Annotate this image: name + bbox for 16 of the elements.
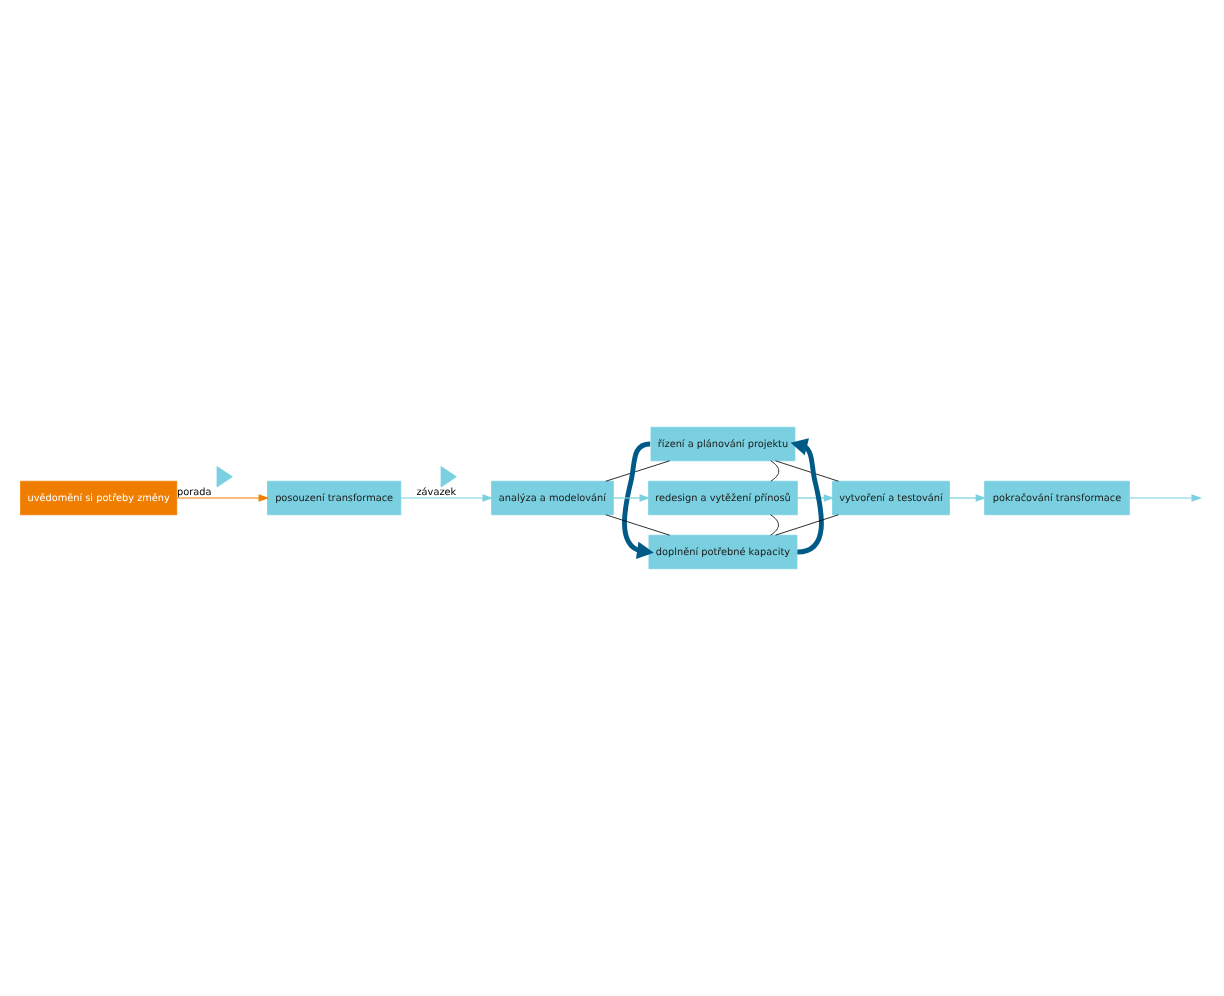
arrow <box>948 494 987 502</box>
arrow <box>400 494 494 502</box>
connector <box>770 460 780 482</box>
arrow <box>790 438 824 555</box>
connector <box>605 514 671 536</box>
arrow <box>622 441 654 560</box>
arrow <box>1128 494 1203 502</box>
connector <box>605 460 671 482</box>
node-triangle <box>216 466 233 488</box>
arrow <box>176 494 270 502</box>
node-triangle <box>440 466 457 488</box>
connector <box>775 514 839 536</box>
connector <box>770 514 779 536</box>
arrow <box>796 494 835 502</box>
connector <box>775 460 839 482</box>
arrow <box>612 494 651 502</box>
